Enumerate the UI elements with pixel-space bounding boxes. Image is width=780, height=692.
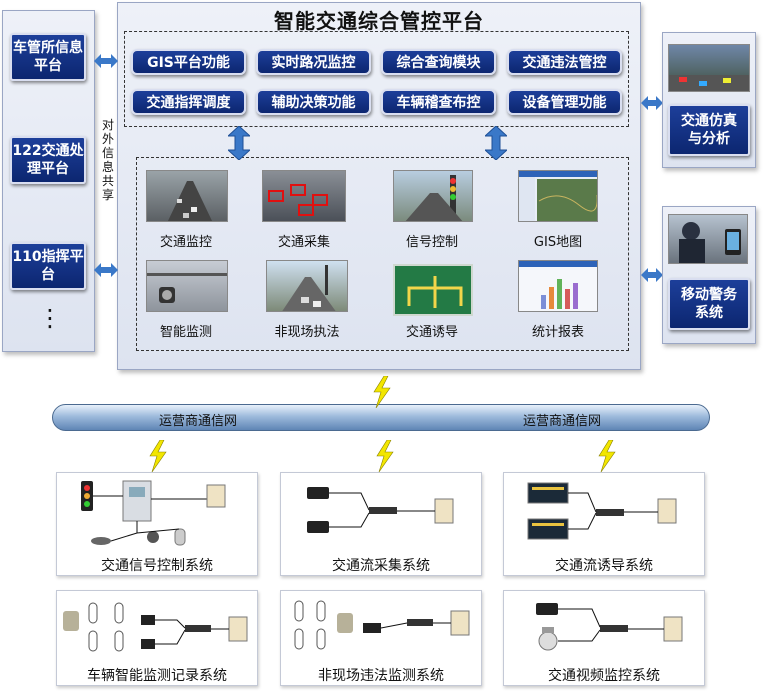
- module-label: GIS地图: [533, 235, 583, 250]
- module-thumb-guidance[interactable]: [393, 264, 473, 316]
- subsystem-label: 非现场违法监测系统: [318, 668, 444, 684]
- func-dispatch[interactable]: 交通指挥调度: [131, 89, 246, 115]
- module-thumb-enforcement[interactable]: [266, 260, 348, 312]
- subsystem-label: 交通流诱导系统: [555, 558, 653, 574]
- left-ellipsis: ⋮: [38, 304, 62, 332]
- subsystem-video-monitor[interactable]: 交通视频监控系统: [503, 590, 705, 686]
- flow-collect-devices-icon: [307, 487, 454, 533]
- lightning-icon: [373, 376, 391, 408]
- subsystem-vehicle-detect[interactable]: 车辆智能监测记录系统: [56, 590, 258, 686]
- lightning-icon: [376, 440, 394, 472]
- offsite-violation-devices-icon: [294, 600, 470, 650]
- module-thumb-traffic-monitor[interactable]: [146, 170, 228, 222]
- flow-guidance-devices-icon: [527, 482, 677, 540]
- vehicle-detect-devices-icon: [63, 602, 248, 652]
- right-system-mobile-police[interactable]: 移动警务系统: [668, 278, 750, 330]
- double-arrow-icon: [641, 268, 663, 282]
- module-label: 交通诱导: [405, 325, 458, 340]
- double-arrow-icon: [94, 54, 118, 68]
- module-label: 交通采集: [277, 235, 330, 250]
- subsystem-offsite-violation[interactable]: 非现场违法监测系统: [280, 590, 482, 686]
- func-decision[interactable]: 辅助决策功能: [256, 89, 371, 115]
- func-traffic-monitor[interactable]: 实时路况监控: [256, 49, 371, 75]
- subsystem-label: 交通信号控制系统: [101, 558, 213, 574]
- double-arrow-icon: [94, 263, 118, 277]
- share-label: 对外信息共享: [101, 118, 114, 202]
- double-arrow-icon: [641, 96, 663, 110]
- subsystem-flow-guidance[interactable]: 交通流诱导系统: [503, 472, 705, 576]
- func-violation[interactable]: 交通违法管控: [507, 49, 622, 75]
- func-vehicle-check[interactable]: 车辆稽查布控: [381, 89, 496, 115]
- right-system-simulation[interactable]: 交通仿真与分析: [668, 104, 750, 156]
- module-thumb-signal[interactable]: [393, 170, 473, 222]
- subsystem-signal-control[interactable]: 交通信号控制系统: [56, 472, 258, 576]
- func-device[interactable]: 设备管理功能: [507, 89, 622, 115]
- video-monitor-devices-icon: [536, 603, 683, 651]
- double-arrow-icon: [228, 126, 250, 160]
- module-thumb-traffic-collect[interactable]: [262, 170, 346, 222]
- signal-control-devices-icon: [81, 480, 226, 546]
- subsystem-label: 交通流采集系统: [332, 558, 430, 574]
- left-system-label: 110指挥平台: [12, 249, 84, 283]
- module-thumb-report[interactable]: [518, 260, 598, 312]
- network-label: 运营商通信网: [158, 414, 237, 429]
- function-group: [124, 31, 629, 127]
- left-system-110[interactable]: 110指挥平台: [10, 242, 86, 290]
- module-label: 信号控制: [405, 235, 458, 250]
- left-system-label: 车管所信息平台: [13, 40, 83, 74]
- module-label: 统计报表: [531, 325, 584, 340]
- module-thumb-smart-detect[interactable]: [146, 260, 228, 312]
- module-label: 交通监控: [159, 235, 212, 250]
- module-group: [136, 157, 629, 351]
- left-system-label: 122交通处理平台: [12, 143, 84, 177]
- lightning-icon: [598, 440, 616, 472]
- module-label: 智能监测: [159, 325, 212, 340]
- func-gis[interactable]: GIS平台功能: [131, 49, 246, 75]
- mobile-police-image: [668, 214, 748, 264]
- left-system-122[interactable]: 122交通处理平台: [10, 136, 86, 184]
- lightning-icon: [149, 440, 167, 472]
- network-label: 运营商通信网: [522, 414, 601, 429]
- network-pipe: [52, 404, 710, 431]
- simulation-image: [668, 44, 750, 92]
- platform-title: 智能交通综合管控平台: [274, 9, 484, 33]
- func-query[interactable]: 综合查询模块: [381, 49, 496, 75]
- left-system-vehicle-admin[interactable]: 车管所信息平台: [10, 33, 86, 81]
- double-arrow-icon: [485, 126, 507, 160]
- module-label: 非现场执法: [274, 325, 340, 340]
- subsystem-label: 车辆智能监测记录系统: [87, 668, 227, 684]
- module-thumb-gis[interactable]: [518, 170, 598, 222]
- subsystem-flow-collect[interactable]: 交通流采集系统: [280, 472, 482, 576]
- subsystem-label: 交通视频监控系统: [548, 668, 660, 684]
